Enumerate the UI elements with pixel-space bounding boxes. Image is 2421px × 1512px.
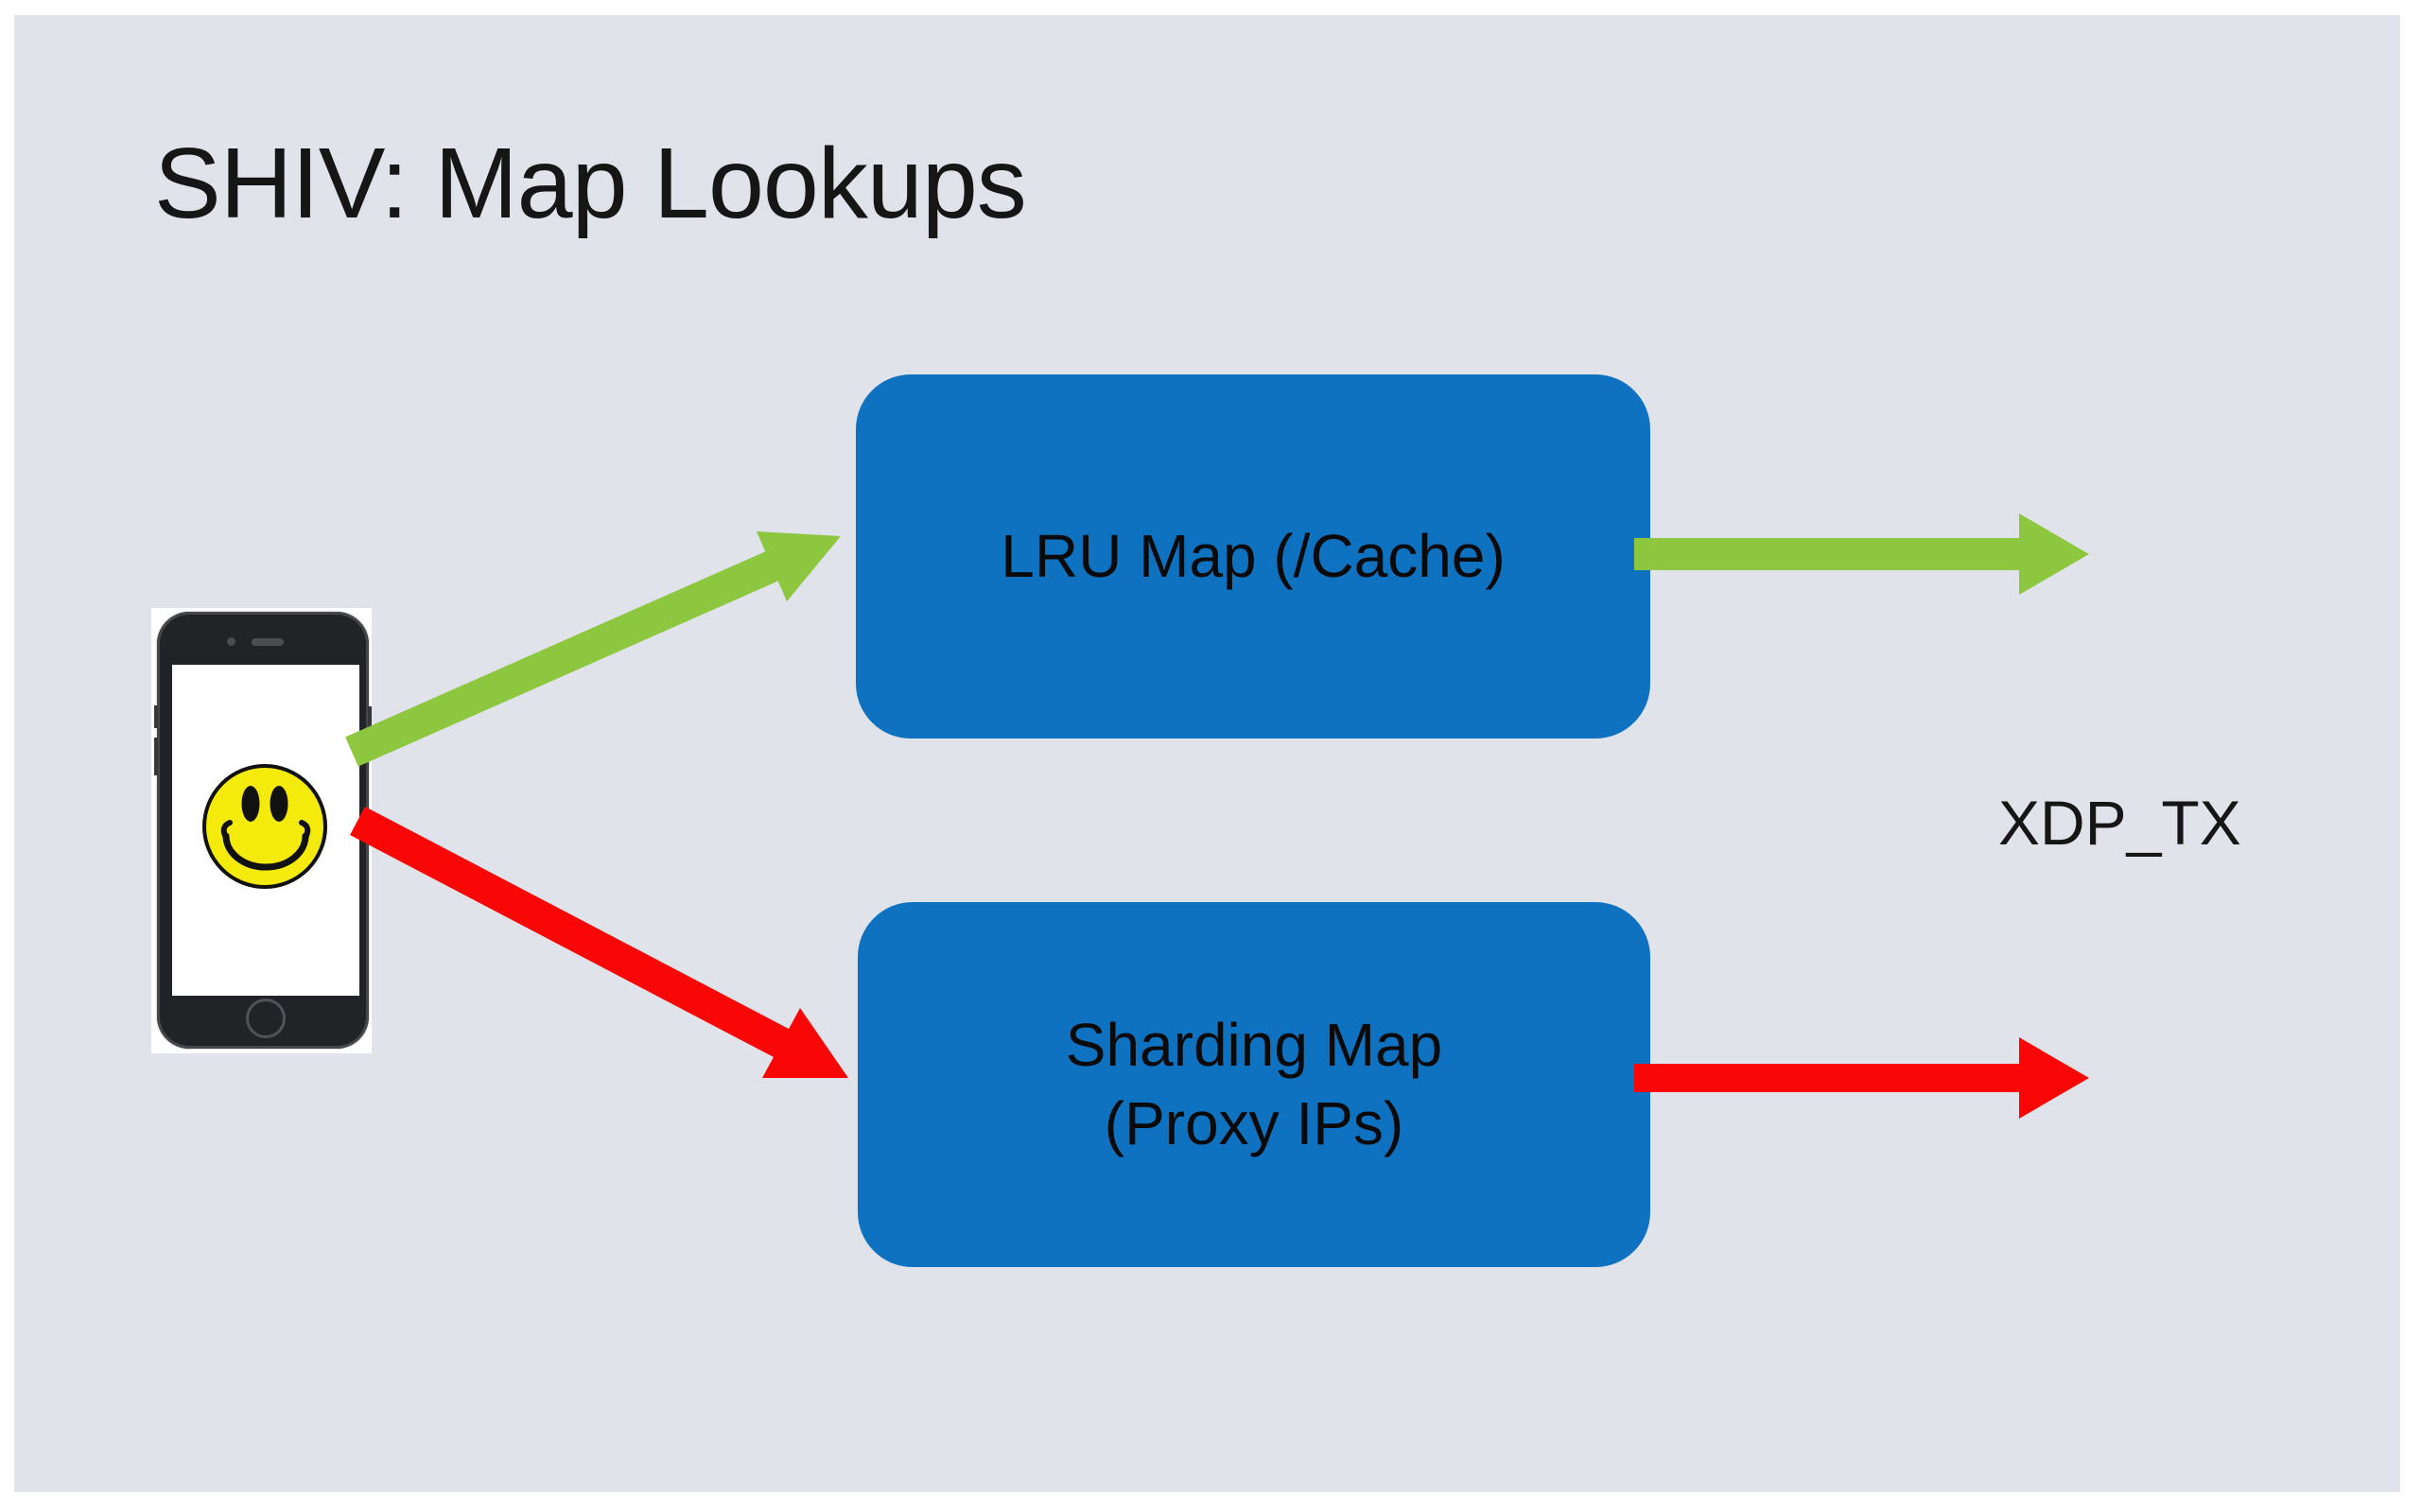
node-sharding-map-line1: Sharding Map <box>1065 1010 1443 1079</box>
phone-speaker-slot <box>252 638 284 646</box>
node-lru-map-label: LRU Map (/Cache) <box>1001 521 1506 590</box>
smiley-face-icon <box>202 764 327 889</box>
slide-canvas: SHIV: Map Lookups LRU Map (/Cache) Shard… <box>14 15 2400 1492</box>
slide-title: SHIV: Map Lookups <box>154 128 1027 239</box>
phone-side-button <box>154 705 158 728</box>
node-sharding-map-line2: (Proxy IPs) <box>1104 1089 1404 1157</box>
phone-side-button <box>368 706 372 731</box>
phone-camera-dot <box>227 637 235 646</box>
phone-screen <box>172 665 359 996</box>
node-sharding-map: Sharding Map (Proxy IPs) <box>858 902 1650 1267</box>
phone-home-button <box>246 999 286 1038</box>
node-lru-map: LRU Map (/Cache) <box>856 374 1650 739</box>
xdp-tx-label: XDP_TX <box>1998 788 2241 858</box>
phone-side-button <box>154 738 158 775</box>
node-sharding-map-label: Sharding Map (Proxy IPs) <box>1066 1006 1442 1163</box>
smartphone-icon <box>154 612 372 1049</box>
